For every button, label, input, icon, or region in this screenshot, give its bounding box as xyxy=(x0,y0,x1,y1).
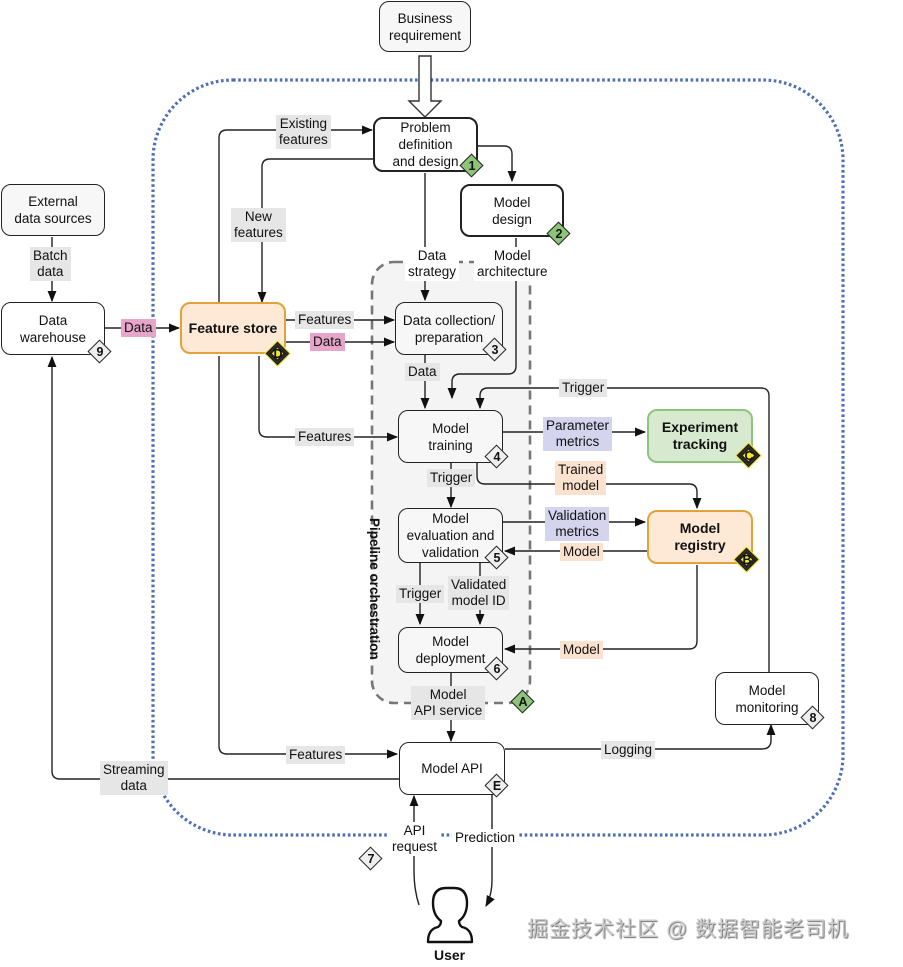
badge-9-text: 9 xyxy=(96,345,104,359)
badge-8-text: 8 xyxy=(809,711,817,725)
label-model-api-service: Model API service xyxy=(411,686,486,720)
edge-new-features xyxy=(257,158,374,304)
label-new-features: New features xyxy=(231,208,286,242)
badge-1: 1 xyxy=(459,153,485,179)
badge-b: B xyxy=(734,547,760,573)
label-registry-model-deploy: Model xyxy=(560,641,603,659)
badge-6: 6 xyxy=(484,656,510,682)
label-streaming-data: Streaming data xyxy=(100,761,168,795)
badge-d: D xyxy=(265,341,291,367)
user-label: User xyxy=(434,947,466,963)
label-fs-data-collection: Data xyxy=(310,333,345,351)
badge-8: 8 xyxy=(800,705,826,731)
node-model-api[interactable]: Model API xyxy=(399,742,505,795)
label-parameter-metrics: Parameter metrics xyxy=(543,417,613,451)
node-model-design[interactable]: Model design xyxy=(460,184,564,237)
badge-b-text: B xyxy=(742,553,752,567)
label-trained-model: Trained model xyxy=(555,461,607,495)
label-registry-model-eval: Model xyxy=(560,543,603,561)
badge-a-text: A xyxy=(518,695,528,709)
label-monitoring-trigger: Trigger xyxy=(559,379,608,397)
badge-6-text: 6 xyxy=(493,662,501,676)
edge-api-request xyxy=(409,794,420,906)
badge-2-text: 2 xyxy=(555,227,563,241)
badge-a: A xyxy=(510,689,536,715)
label-validated-model-id: Validated model ID xyxy=(448,576,510,610)
edge-prediction xyxy=(485,795,495,907)
pipeline-orchestration-title: Pipeline orchestration xyxy=(367,518,382,660)
badge-e-text: E xyxy=(492,779,502,793)
node-experiment-tracking[interactable]: Experiment tracking xyxy=(647,409,753,463)
edge-fs-features-to-api xyxy=(218,356,399,759)
label-logging: Logging xyxy=(601,741,656,759)
edge-fs-features-to-training xyxy=(258,356,399,442)
badge-7: 7 xyxy=(358,846,384,872)
label-fs-features-collection: Features xyxy=(295,311,355,329)
badge-3-text: 3 xyxy=(491,343,499,357)
edge-logging xyxy=(505,723,776,750)
badge-9: 9 xyxy=(87,339,113,365)
edge-problem-to-design xyxy=(478,145,517,183)
label-fs-features-api: Features xyxy=(286,746,346,764)
badge-c: C xyxy=(736,443,762,469)
badge-e: E xyxy=(484,773,510,799)
badge-4: 4 xyxy=(484,444,510,470)
label-validation-metrics: Validation metrics xyxy=(545,507,610,541)
badge-d-text: D xyxy=(273,347,283,361)
badge-5: 5 xyxy=(484,545,510,571)
watermark: 掘金技术社区 @ 数据智能老司机 xyxy=(527,918,849,941)
label-collection-data: Data xyxy=(405,363,440,381)
badge-c-text: C xyxy=(744,449,754,463)
user-icon xyxy=(426,886,474,944)
node-feature-store[interactable]: Feature store xyxy=(180,302,286,354)
label-batch-data: Batch data xyxy=(30,247,71,281)
badge-3: 3 xyxy=(482,337,508,363)
node-problem-definition[interactable]: Problem definition and design xyxy=(373,117,478,172)
edge-existing-features xyxy=(218,125,374,302)
label-api-request: API request xyxy=(389,822,441,856)
label-prediction: Prediction xyxy=(452,829,519,847)
edge-model-architecture xyxy=(447,238,517,400)
business-to-problem-arrow xyxy=(407,55,443,118)
badge-1-text: 1 xyxy=(468,159,476,173)
label-data-strategy: Data strategy xyxy=(405,247,460,281)
badge-2: 2 xyxy=(546,221,572,247)
label-fs-features-training: Features xyxy=(295,428,355,446)
badge-4-text: 4 xyxy=(493,450,501,464)
node-external-data-sources[interactable]: External data sources xyxy=(1,184,105,236)
label-eval-trigger: Trigger xyxy=(396,585,445,603)
edge-registry-to-deployment xyxy=(503,565,698,654)
label-training-trigger: Trigger xyxy=(427,469,476,487)
edge-monitoring-trigger xyxy=(475,387,770,672)
node-business-requirement[interactable]: Business requirement xyxy=(379,1,471,52)
label-existing-features: Existing features xyxy=(276,115,331,149)
platform-boundary xyxy=(151,78,845,837)
edge-streaming-data xyxy=(47,355,399,780)
badge-7-text: 7 xyxy=(367,852,375,866)
label-model-architecture: Model architecture xyxy=(474,247,551,281)
badge-5-text: 5 xyxy=(493,551,501,565)
label-warehouse-data: Data xyxy=(121,319,156,337)
